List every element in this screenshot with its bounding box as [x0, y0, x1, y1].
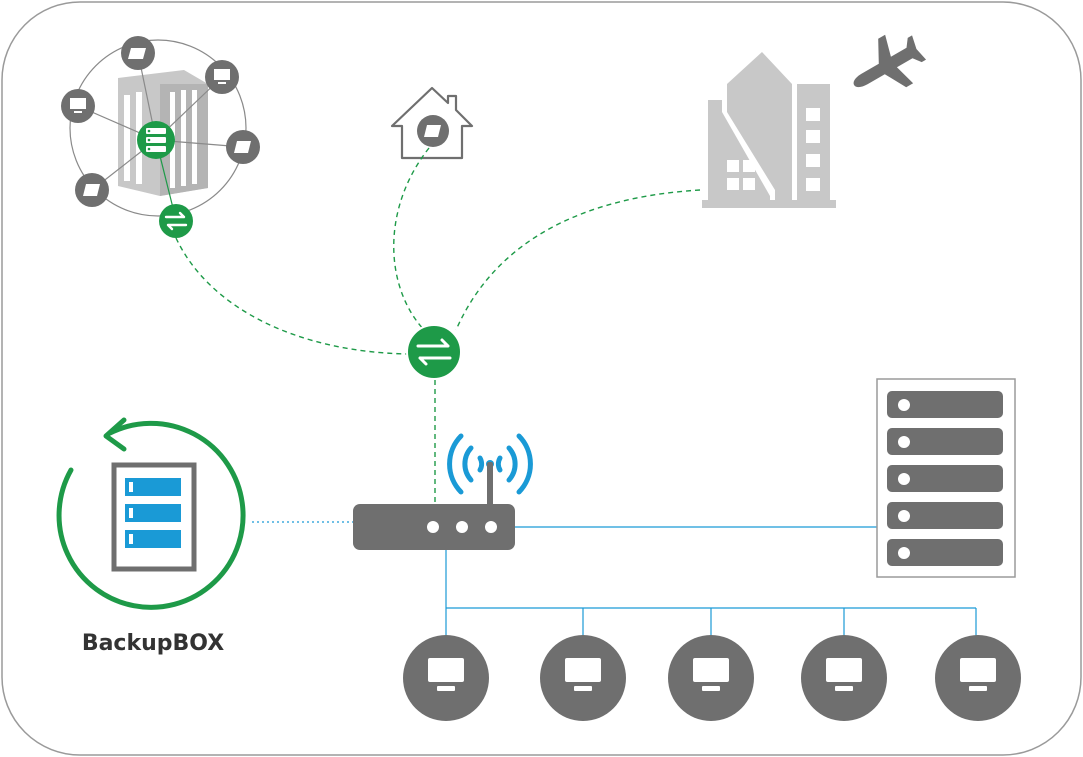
computer-icon [801, 635, 887, 721]
internet-exchange-icon [406, 324, 462, 380]
lan-links [252, 521, 977, 636]
airplane-icon [853, 34, 927, 88]
computer-icon [540, 635, 626, 721]
hq-monitor-icon [61, 89, 95, 123]
wan-link-headquarters [175, 237, 409, 355]
wan-link-branch [455, 189, 701, 331]
home-laptop-icon [417, 115, 449, 147]
home-group [390, 86, 474, 160]
hq-laptop-icon [226, 130, 260, 164]
router-icon [353, 504, 515, 550]
backupbox-device-icon [111, 462, 197, 572]
hq-server-icon [137, 121, 175, 159]
hq-laptop-icon [121, 36, 155, 70]
exchange-arrows-icon [159, 204, 193, 238]
branch-building-icon [702, 52, 836, 208]
computer-icon [668, 635, 754, 721]
wan-link-home [393, 147, 430, 333]
router-antenna [487, 462, 493, 508]
computer-icon [935, 635, 1021, 721]
backup-cycle-icon [56, 417, 246, 610]
computer-icon [403, 635, 489, 721]
backupbox-label: BackupBOX [82, 631, 224, 656]
headquarters-orbit [69, 39, 247, 217]
wan-links [175, 147, 701, 505]
server-rack-icon [876, 378, 1016, 578]
headquarters-group [61, 36, 260, 238]
backupbox-group: BackupBOX [56, 417, 246, 656]
hq-monitor-icon [205, 60, 239, 94]
wifi-icon [447, 433, 533, 495]
hq-laptop-icon [75, 173, 109, 207]
